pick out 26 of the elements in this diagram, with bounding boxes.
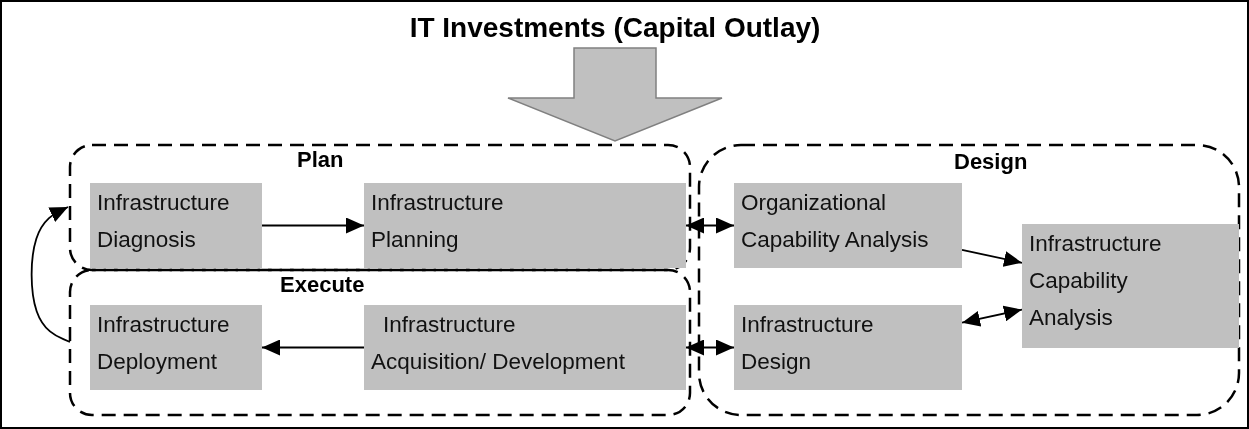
- process-box: [734, 183, 962, 268]
- box-label: Infrastructure Diagnosis: [97, 189, 231, 254]
- process-box: [734, 305, 962, 390]
- arrow: [30, 206, 71, 343]
- box-label: Infrastructure Acquisition/ Development: [371, 311, 626, 376]
- box-label: Infrastructure Deployment: [97, 311, 231, 376]
- group-heading: Execute: [280, 272, 365, 298]
- process-box: [1022, 224, 1239, 348]
- process-box: [364, 183, 686, 268]
- box-label: Infrastructure Capability Analysis: [1029, 230, 1163, 332]
- arrow: [261, 339, 365, 356]
- box-label: Infrastructure Planning: [371, 189, 505, 254]
- arrow: [961, 249, 1023, 267]
- group-heading: Design: [954, 149, 1028, 175]
- process-box: [90, 183, 262, 268]
- process-box: [364, 305, 686, 390]
- process-box: [90, 305, 262, 390]
- arrow: [685, 339, 735, 356]
- arrow: [685, 217, 735, 234]
- block-arrow: [507, 47, 723, 142]
- box-label: Infrastructure Design: [741, 311, 875, 376]
- arrow: [961, 305, 1023, 327]
- title-text: IT Investments (Capital Outlay): [408, 12, 822, 44]
- box-label: Organizational Capability Analysis: [741, 189, 930, 254]
- arrow: [261, 217, 365, 234]
- group-heading: Plan: [297, 147, 344, 173]
